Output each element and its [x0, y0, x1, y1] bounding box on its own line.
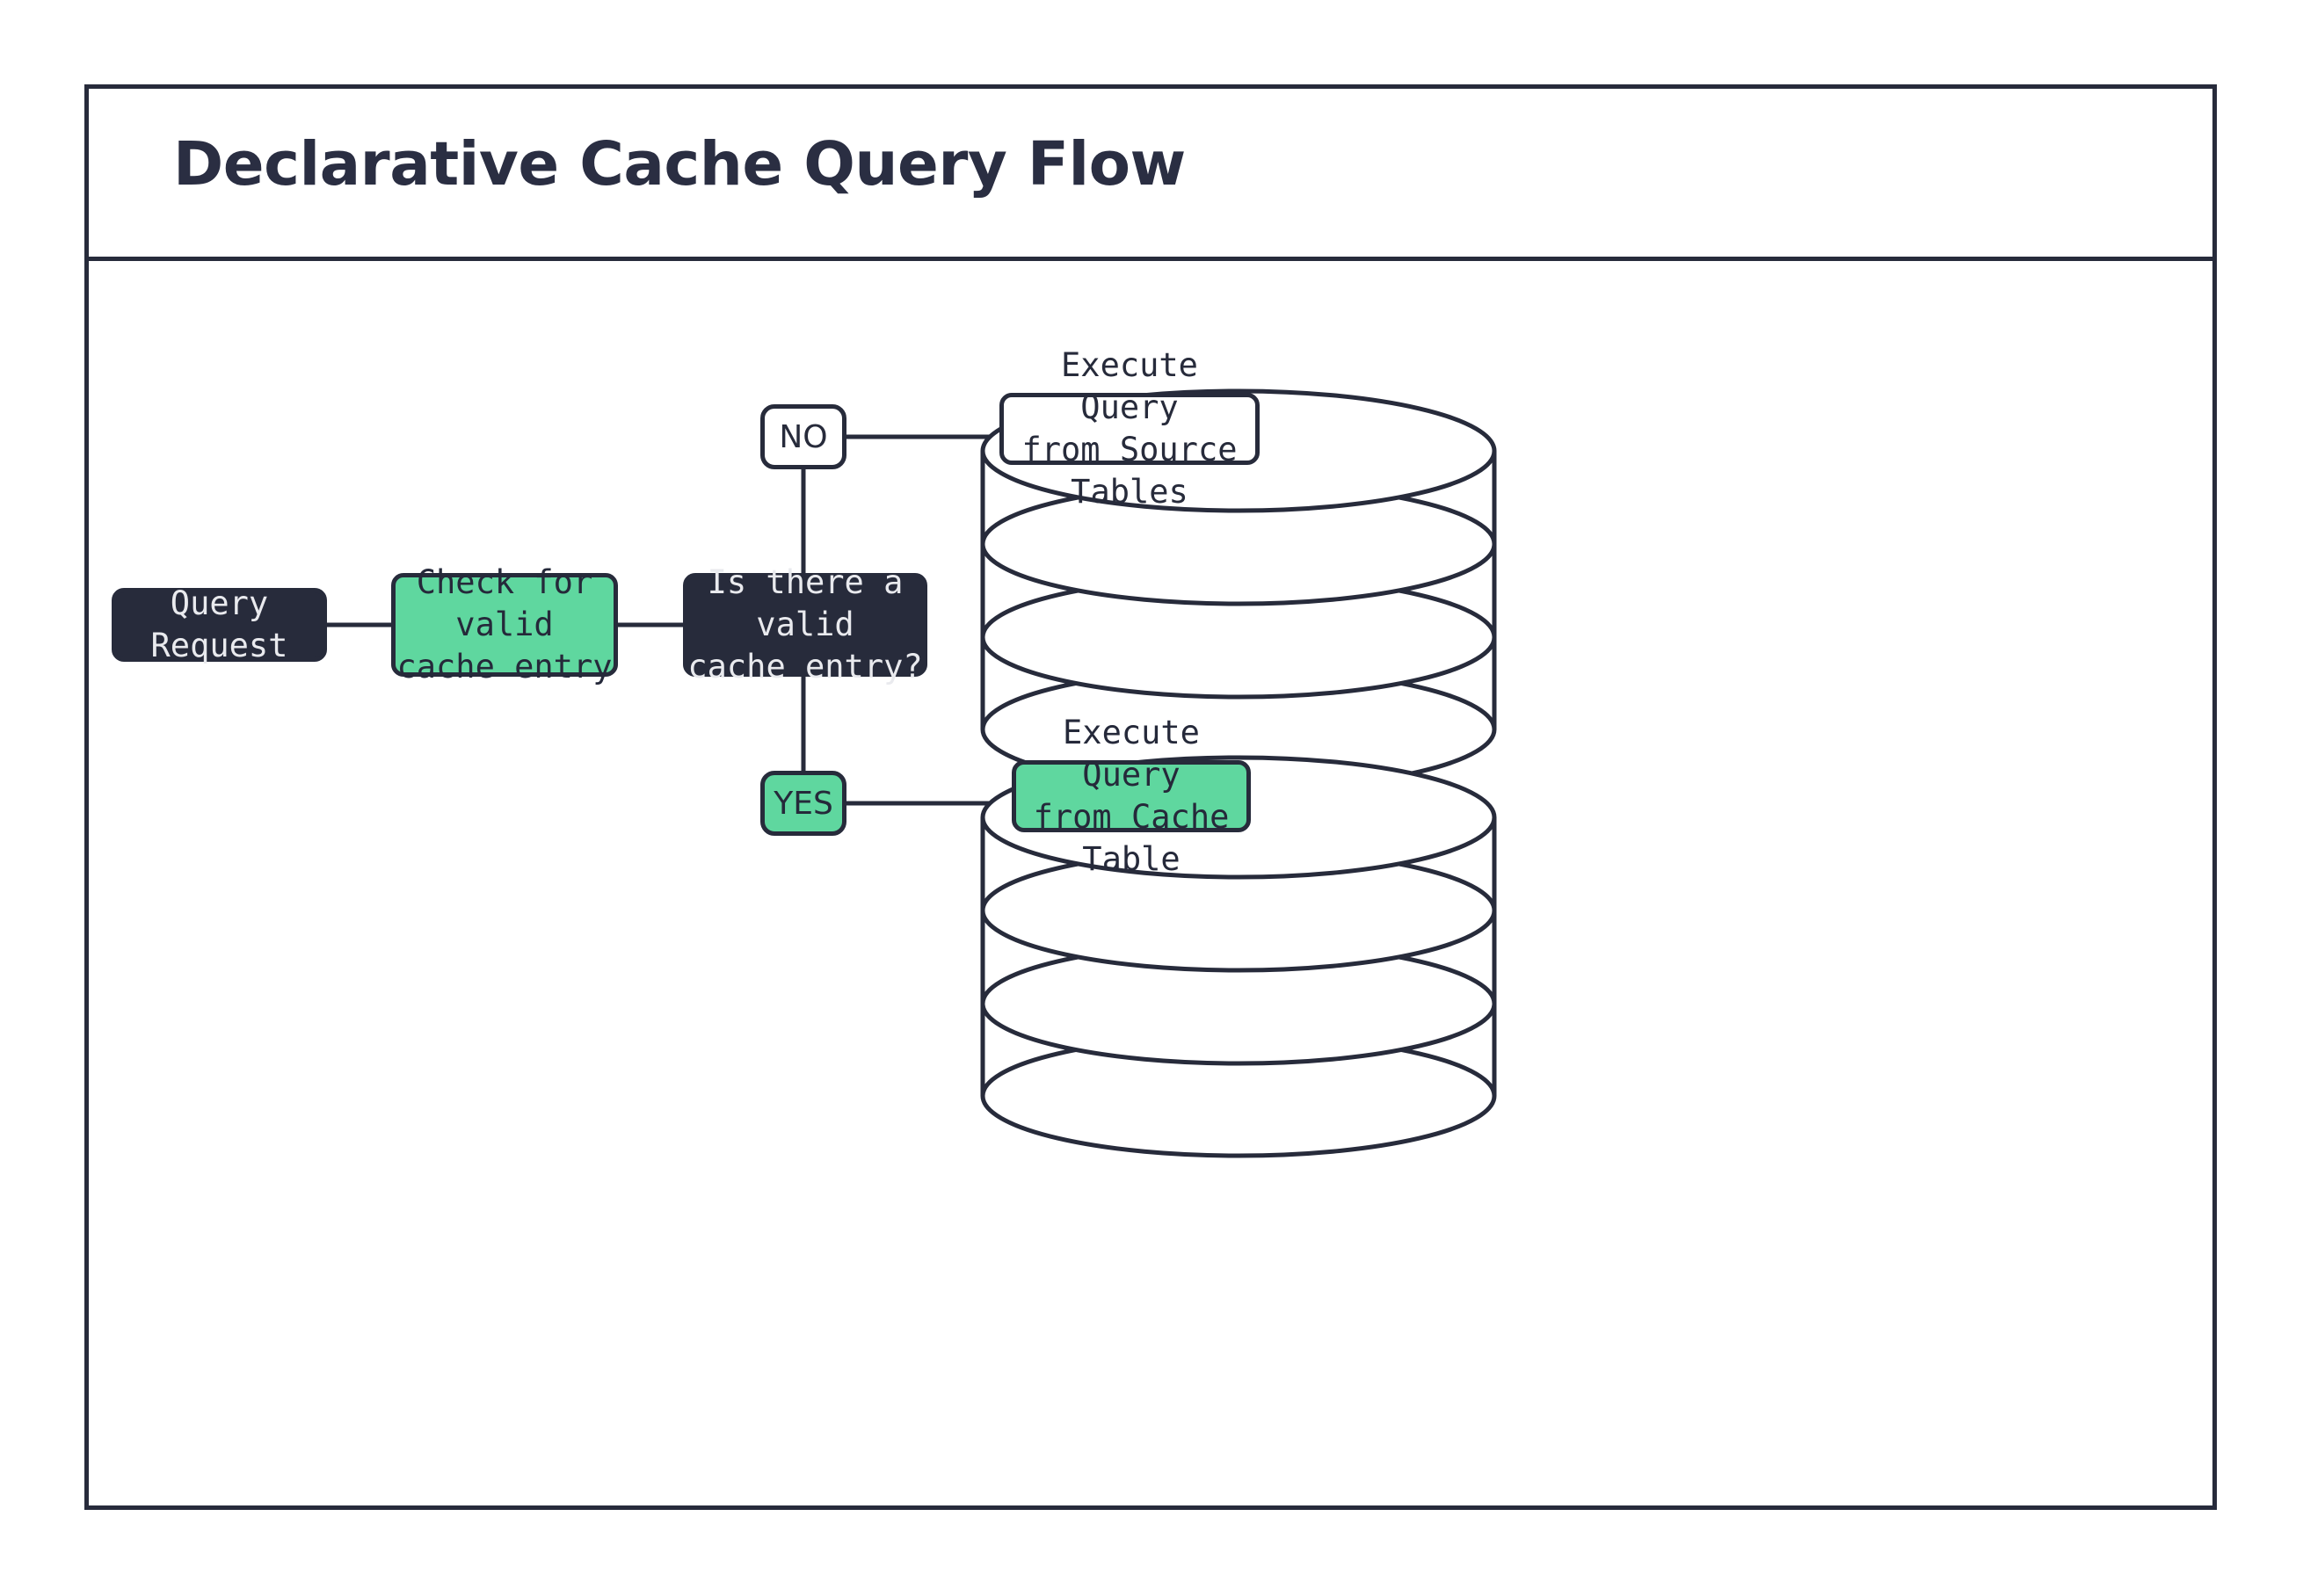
- branch-label-yes[interactable]: YES: [760, 771, 846, 836]
- branch-label-no[interactable]: NO: [760, 404, 846, 469]
- diagram-header: Declarative Cache Query Flow: [89, 89, 2212, 261]
- node-check-for-valid-cache-entry[interactable]: Check for valid cache entry: [391, 563, 618, 686]
- node-execute-query-from-cache-table[interactable]: Execute Query from Cache Table: [1012, 714, 1251, 878]
- node-decision-valid-cache-entry[interactable]: Is there a valid cache entry?: [683, 563, 927, 686]
- page-title: Declarative Cache Query Flow: [173, 129, 1186, 200]
- node-execute-query-from-source-tables[interactable]: Execute Query from Source Tables: [999, 346, 1260, 511]
- cache-database-cylinder: [980, 755, 1497, 1158]
- node-query-request[interactable]: Query Request: [112, 584, 327, 664]
- diagram-frame: Declarative Cache Query Flow: [84, 84, 2217, 1510]
- diagram-canvas: Query Request Check for valid cache entr…: [89, 261, 2212, 1505]
